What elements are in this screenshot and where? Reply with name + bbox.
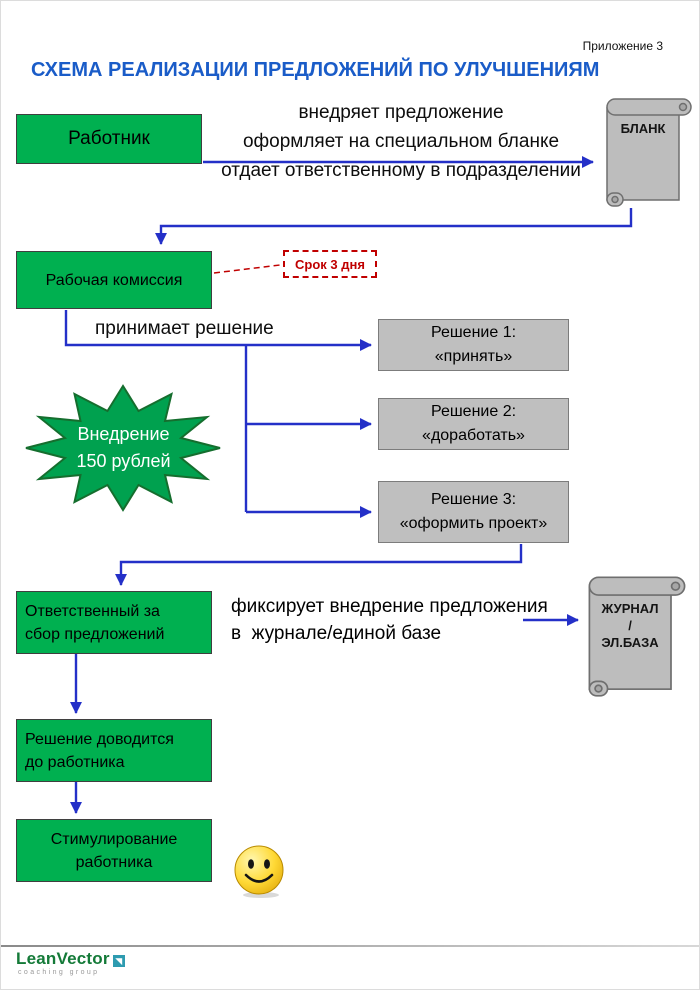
commission-box: Рабочая комиссия	[16, 251, 212, 309]
stimulate-line-2: работника	[75, 853, 153, 871]
worker-actions-text: внедряет предложение оформляет на специа…	[201, 98, 601, 185]
record-caption: фиксирует внедрение предложения в журнал…	[231, 593, 591, 647]
worker-action-line-1: внедряет предложение	[298, 102, 504, 123]
decision-2-title: Решение 2:	[430, 403, 517, 420]
decision-2-box: Решение 2: «доработать»	[378, 398, 569, 450]
connector-blank-to-commission	[155, 208, 633, 245]
stimulate-line-1: Стимулирование	[50, 830, 178, 848]
journal-scroll: ЖУРНАЛ / ЭЛ.БАЗА	[586, 574, 688, 698]
inform-box: Решение доводится до работника	[16, 719, 212, 782]
page-title: СХЕМА РЕАЛИЗАЦИИ ПРЕДЛОЖЕНИЙ ПО УЛУЧШЕНИ…	[31, 59, 600, 81]
worker-box-label: Работник	[68, 128, 150, 149]
appendix-label: Приложение 3	[582, 39, 663, 53]
burst-line-1: Внедрение	[77, 424, 170, 444]
scroll-shape-icon	[606, 98, 692, 207]
decision-3-title: Решение 3:	[430, 491, 517, 508]
decision-3-box: Решение 3: «оформить проект»	[378, 481, 569, 543]
collector-line-1: Ответственный за	[25, 602, 160, 620]
worker-action-line-3: отдает ответственному в подразделении	[221, 160, 581, 181]
decision-1-box: Решение 1: «принять»	[378, 319, 569, 371]
worker-action-line-2: оформляет на специальном бланке	[242, 131, 560, 152]
stimulate-box: Стимулирование работника	[16, 819, 212, 882]
journal-line-1: ЖУРНАЛ	[601, 601, 659, 616]
brand-logo-text: LeanVector	[16, 949, 110, 968]
decision-2-value: «доработать»	[422, 427, 525, 444]
scroll-shape-icon	[588, 576, 686, 697]
brand-tagline: coaching group	[18, 969, 100, 976]
record-line-1: фиксирует внедрение предложения	[231, 596, 548, 617]
decision-1-title: Решение 1:	[430, 324, 517, 341]
collector-box: Ответственный за сбор предложений	[16, 591, 212, 654]
implementation-burst: Внедрение 150 рублей	[21, 383, 226, 513]
decision-1-value: «принять»	[434, 348, 513, 365]
blank-scroll: БЛАНК	[604, 96, 694, 208]
smiley-icon	[231, 843, 287, 899]
connector-decisions-to-collector	[115, 544, 523, 586]
brand-logo: LeanVector◥	[16, 949, 125, 969]
journal-line-2: /	[628, 618, 632, 633]
commission-box-label: Рабочая комиссия	[45, 271, 183, 289]
inform-line-2: до работника	[25, 753, 125, 771]
collector-line-2: сбор предложений	[25, 625, 165, 643]
deadline-callout: Срок 3 дня	[283, 250, 377, 278]
brand-logo-mark-icon: ◥	[112, 955, 125, 967]
deadline-callout-label: Срок 3 дня	[295, 256, 365, 272]
burst-shape-icon	[25, 384, 221, 512]
journal-scroll-label: ЖУРНАЛ / ЭЛ.БАЗА	[586, 600, 674, 651]
burst-text: Внедрение 150 рублей	[21, 421, 226, 475]
inform-line-1: Решение доводится	[25, 730, 174, 748]
burst-line-2: 150 рублей	[76, 451, 171, 471]
journal-line-3: ЭЛ.БАЗА	[601, 635, 659, 650]
footer-divider	[1, 945, 699, 947]
blank-scroll-label: БЛАНК	[620, 121, 666, 136]
deadline-connector	[213, 264, 281, 274]
record-line-2: в журнале/единой базе	[231, 623, 442, 644]
decision-3-value: «оформить проект»	[399, 515, 548, 532]
worker-box: Работник	[16, 114, 202, 164]
decide-caption: принимает решение	[95, 318, 274, 339]
